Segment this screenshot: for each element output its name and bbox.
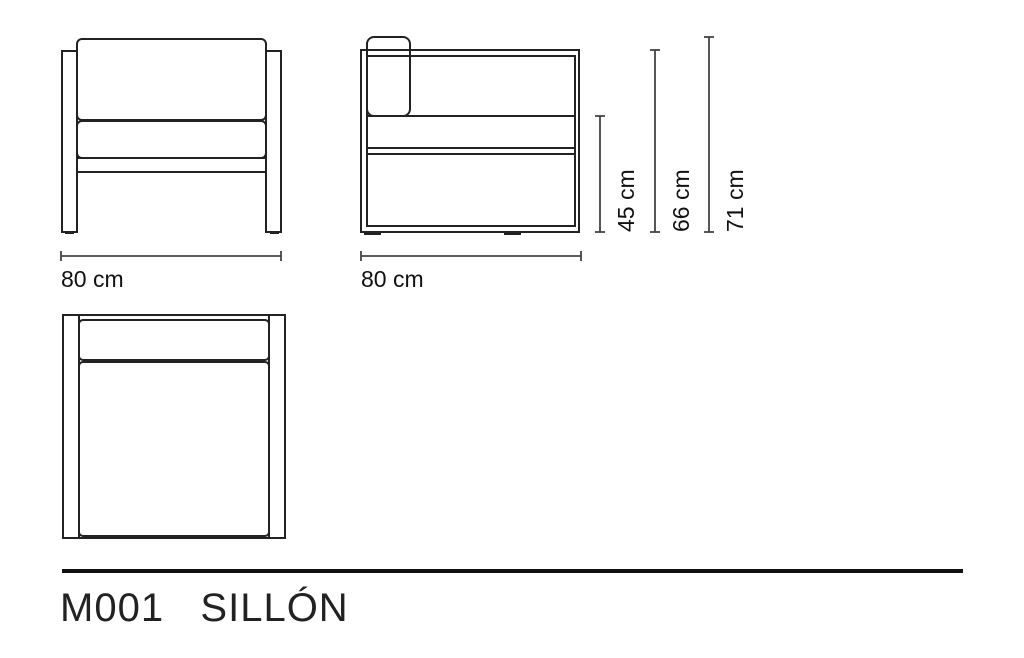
left-arm xyxy=(61,50,78,233)
side-view: 80 cm xyxy=(360,36,582,292)
foot xyxy=(270,231,279,234)
foot xyxy=(504,232,521,235)
depth-dimension-line xyxy=(360,251,582,261)
right-arm xyxy=(265,50,282,233)
seat-cushion-top xyxy=(78,361,270,537)
front-width-label: 80 cm xyxy=(61,266,124,292)
back-cushion-top xyxy=(78,319,270,361)
front-rail xyxy=(76,157,267,173)
back-cushion xyxy=(76,38,267,121)
product-code: M001 xyxy=(60,586,165,630)
side-inner-frame xyxy=(366,55,576,227)
side-depth-label: 80 cm xyxy=(361,266,424,292)
total-height-label: 71 cm xyxy=(722,169,748,232)
seat-height-label: 45 cm xyxy=(613,169,639,232)
seat-height-dimension: 45 cm xyxy=(595,115,639,233)
product-name: SILLÓN xyxy=(200,586,349,630)
foot xyxy=(65,231,74,234)
product-title: M001 SILLÓN xyxy=(60,586,349,631)
seat-cushion xyxy=(76,120,267,159)
total-height-dimension: 71 cm xyxy=(704,36,748,233)
width-dimension-line xyxy=(60,251,282,261)
back-cushion-profile xyxy=(366,36,411,117)
front-view: 80 cm xyxy=(60,38,282,292)
side-frame xyxy=(360,49,580,233)
foot xyxy=(364,232,381,235)
top-outline xyxy=(62,314,286,539)
arm-height-label: 66 cm xyxy=(668,169,694,232)
arm-height-dimension: 66 cm xyxy=(650,49,694,233)
top-view xyxy=(62,314,286,539)
